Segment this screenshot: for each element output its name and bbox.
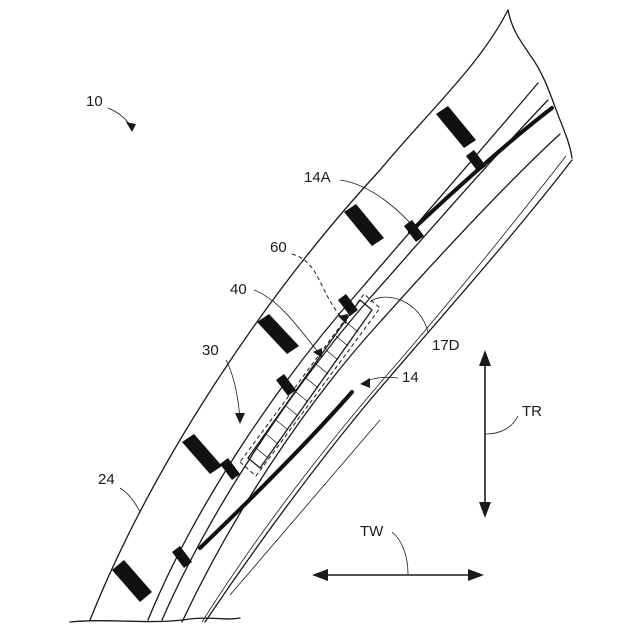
- thick-edge-upper: [410, 108, 552, 232]
- block-outer-4: [344, 204, 384, 246]
- label-60: 60: [270, 239, 287, 256]
- sensor-cells: [256, 322, 358, 458]
- tw-arrowhead-left: [312, 569, 328, 581]
- tw-direction-arrow: [312, 569, 484, 581]
- leader-30: [226, 360, 240, 418]
- label-14a: 14A: [304, 169, 331, 186]
- leader-24: [120, 488, 140, 512]
- label-17d: 17D: [432, 337, 460, 354]
- bottom-break-line: [70, 618, 240, 622]
- block-inner-3: [276, 374, 296, 396]
- block-outer-3: [257, 314, 299, 354]
- leader-tw: [392, 532, 408, 574]
- leader-10-arrowhead: [126, 122, 136, 132]
- label-40: 40: [230, 281, 247, 298]
- leader-17d: [370, 297, 428, 332]
- label-tr: TR: [522, 403, 542, 420]
- label-24: 24: [98, 471, 115, 488]
- block-inner-2: [220, 458, 240, 480]
- block-outer-5: [436, 106, 476, 148]
- tr-arrowhead-down: [479, 502, 491, 518]
- inner-band-blocks: [172, 150, 486, 568]
- layer-30-inner-curve: [162, 100, 548, 620]
- leader-tr: [486, 416, 518, 434]
- block-outer-2: [182, 434, 222, 474]
- member-14-outer-curve: [182, 134, 560, 622]
- tw-arrowhead-right: [468, 569, 484, 581]
- outer-boundary-curve: [90, 10, 508, 620]
- leader-14a: [340, 180, 418, 232]
- leader-14-arrowhead: [360, 378, 370, 388]
- tr-arrowhead-up: [479, 350, 491, 366]
- member-14-right-curve: [205, 160, 572, 622]
- thin-diagonal-lower: [230, 420, 380, 595]
- label-30: 30: [202, 342, 219, 359]
- label-tw: TW: [360, 523, 384, 540]
- block-inner-6: [466, 150, 486, 172]
- block-outer-1: [112, 560, 152, 602]
- label-10: 10: [86, 93, 103, 110]
- thick-edge-lower: [200, 392, 352, 548]
- outer-band-blocks: [112, 106, 476, 602]
- leader-30-arrowhead: [235, 413, 245, 424]
- label-14: 14: [402, 369, 419, 386]
- leader-60: [292, 254, 342, 318]
- member-14-inner-line: [202, 156, 566, 622]
